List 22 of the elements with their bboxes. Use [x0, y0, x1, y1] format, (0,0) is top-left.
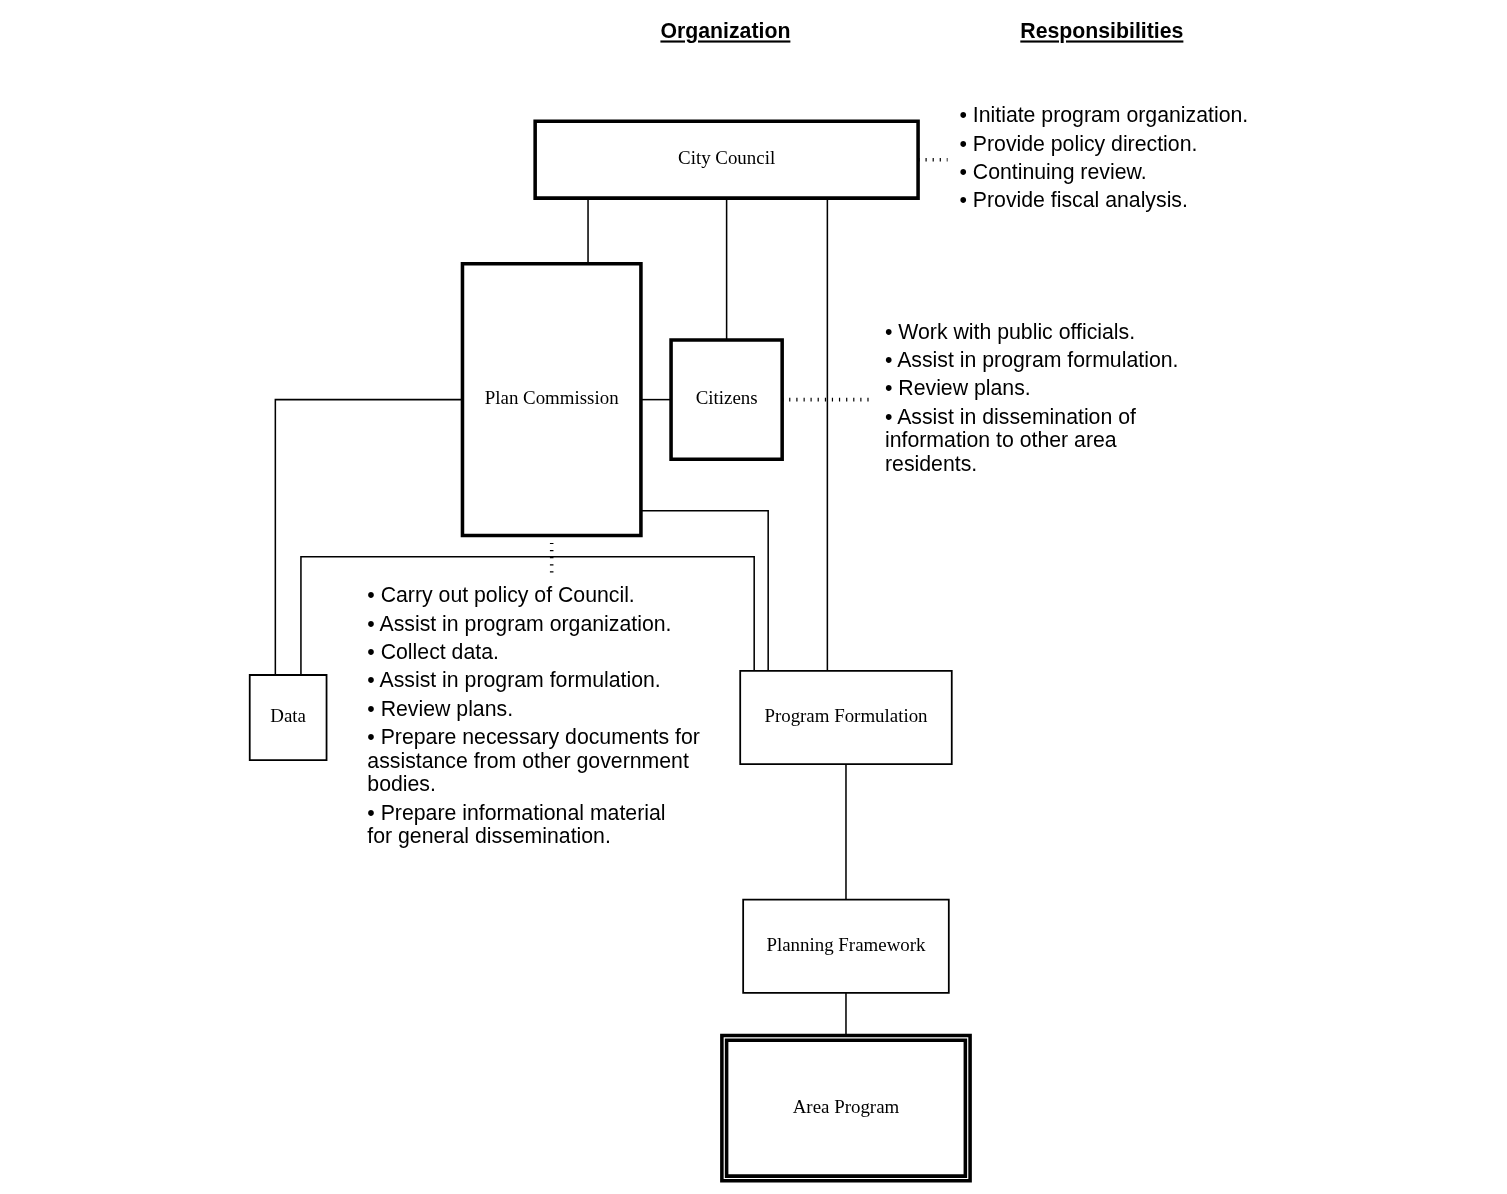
node-box: Citizens [669, 338, 784, 462]
connector [826, 197, 829, 672]
node-box: Data [248, 674, 328, 761]
node-text: • Carry out policy of Council. • Assist in program organization. • Collect data. • Assist in program formulation. • Review plans. • Prepare necessary documents for assistance from other government bodies. • Prepare informational material for general dissemination. [367, 583, 700, 849]
node-box: City Council [533, 119, 920, 200]
node-box: Area Program [720, 1033, 972, 1183]
connector [725, 197, 728, 341]
node-text: • Work with public officials. • Assist in program formulation. • Review plans. • Assist in dissemination of information to other area residents. [884, 319, 1179, 477]
connector [918, 157, 948, 162]
node-box: Program Formulation [739, 670, 953, 766]
label: Responsibilities [1020, 19, 1184, 44]
label: Organization [660, 19, 791, 44]
node-box: Planning Framework [742, 898, 950, 994]
connector [640, 509, 769, 672]
connector [845, 992, 847, 1036]
node-box: Plan Commission [460, 261, 643, 538]
node-text: • Initiate program organization. • Provide policy direction. • Continuing review. • Provide fiscal analysis. [959, 103, 1249, 213]
connector [300, 556, 755, 676]
connector [274, 398, 464, 676]
connector [845, 763, 847, 901]
connector [587, 197, 589, 265]
connector [640, 398, 672, 401]
